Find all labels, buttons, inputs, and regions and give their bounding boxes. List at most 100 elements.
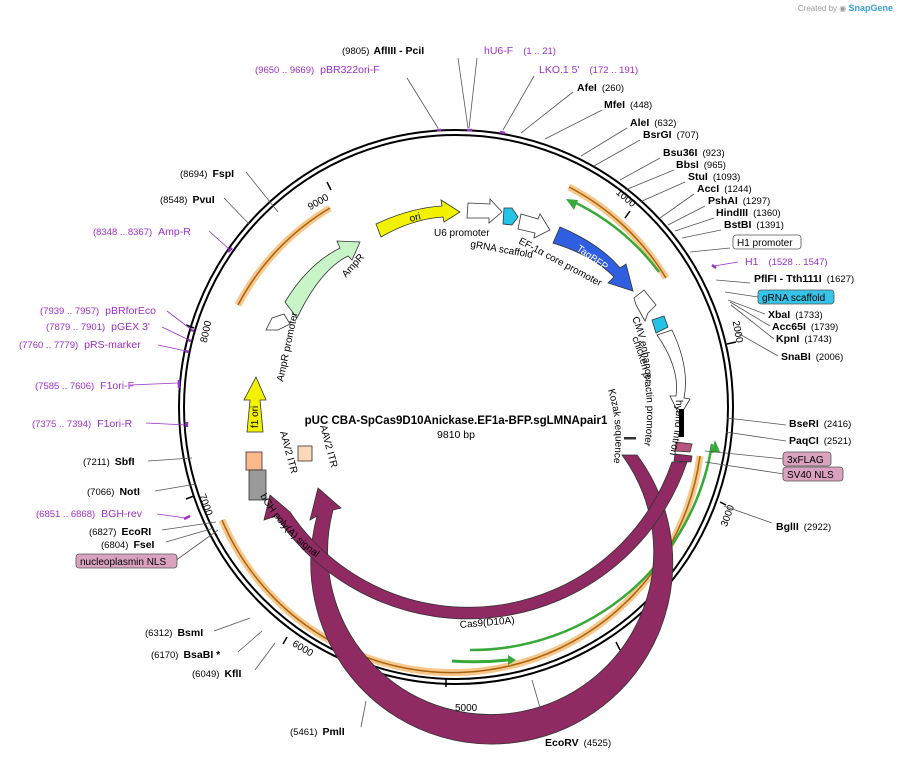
site-bsu36i: Bsu36I(923) bbox=[663, 147, 725, 159]
band-backbone bbox=[234, 204, 332, 307]
grna-scaffold-box bbox=[757, 289, 835, 305]
connector bbox=[174, 529, 219, 562]
site-pshai: PshAI(1297) bbox=[708, 195, 770, 207]
aav2-itr-right-label: AAV2 ITR bbox=[317, 424, 339, 469]
sv40-nls-label: SV40 NLS bbox=[787, 470, 834, 481]
ori-label: ori bbox=[408, 211, 422, 225]
tick-label: 8000 bbox=[199, 319, 214, 343]
connector bbox=[360, 700, 367, 728]
connector bbox=[406, 77, 439, 129]
site-acc65i: Acc65I(1739) bbox=[772, 321, 838, 333]
cas9-d10a-arrow bbox=[263, 461, 688, 620]
primer-pgex3: (7879 .. 7901)pGEX 3' bbox=[46, 321, 150, 333]
primer-lko15: LKO.1 5'(172 .. 191) bbox=[539, 64, 638, 76]
sv40-nls-box bbox=[782, 466, 844, 482]
cba-promoter-label: chicken β-actin promoter bbox=[629, 335, 655, 448]
ampr-arrow bbox=[284, 240, 361, 319]
site-afliii: (9805)AflIII - PciI bbox=[342, 45, 424, 57]
ef1a-promoter-arrow bbox=[517, 213, 551, 239]
green-line-inner bbox=[451, 658, 509, 664]
primer-connector bbox=[156, 513, 187, 519]
connector bbox=[237, 630, 263, 653]
bgh-polya-label: bGH poly(A) signal bbox=[257, 492, 321, 560]
site-fspi: (8694)FspI bbox=[180, 168, 234, 180]
primer-connector bbox=[713, 261, 739, 267]
connector bbox=[639, 181, 686, 203]
tick-label: 6000 bbox=[290, 639, 315, 660]
tick-mark bbox=[624, 210, 631, 219]
aav2-itr-left-box bbox=[245, 451, 263, 471]
site-kpni: KpnI(1743) bbox=[776, 333, 832, 345]
connector bbox=[674, 217, 715, 232]
grna-scaffold-arrow bbox=[502, 207, 519, 226]
backbone-inner bbox=[183, 134, 729, 680]
connector bbox=[715, 279, 751, 284]
connector bbox=[468, 57, 478, 129]
connector bbox=[725, 431, 787, 442]
u6-promoter-arrow bbox=[466, 197, 503, 224]
tick-label: 7000 bbox=[196, 493, 214, 518]
plasmid-length: 9810 bp bbox=[437, 429, 475, 441]
tick-mark bbox=[719, 501, 727, 506]
site-bglii: BglII(2922) bbox=[776, 521, 831, 533]
connector bbox=[659, 193, 695, 219]
ori-arrow bbox=[375, 199, 461, 238]
connector bbox=[213, 617, 251, 632]
primer-connector bbox=[145, 422, 188, 426]
connector bbox=[223, 197, 250, 225]
site-afei: AfeI(260) bbox=[577, 82, 624, 94]
site-ecori: (6827)EcoRI bbox=[89, 526, 151, 538]
connector-lines bbox=[147, 57, 787, 728]
primer-connector bbox=[129, 382, 179, 386]
grna-scaffold-2-arrow bbox=[651, 315, 669, 334]
site-acci: AccI(1244) bbox=[697, 183, 752, 195]
primer-f1orif: (7585 .. 7606)F1ori-F bbox=[35, 380, 134, 392]
connector bbox=[704, 461, 785, 475]
snapgene-logo-icon: ◉ bbox=[839, 4, 847, 13]
primer-prsmarker: (7760 .. 7779)pRS-marker bbox=[19, 339, 141, 351]
tagbfp-arrow bbox=[552, 226, 634, 292]
tick-label: 3000 bbox=[719, 503, 737, 528]
connector bbox=[147, 457, 193, 462]
connector bbox=[619, 157, 661, 181]
connector bbox=[624, 169, 675, 191]
connector bbox=[593, 139, 641, 167]
tick-mark bbox=[615, 641, 621, 651]
site-bsmi: (6312)BsmI bbox=[145, 627, 203, 639]
site-pmli: (5461)PmlI bbox=[290, 726, 345, 738]
connector bbox=[165, 527, 215, 543]
green-arrowhead bbox=[711, 440, 720, 453]
connector bbox=[520, 91, 574, 134]
backbone-outer bbox=[178, 129, 734, 685]
tick-label: 1000 bbox=[613, 187, 637, 210]
primer-pbrforeco: (7939 .. 7957)pBRforEco bbox=[40, 305, 156, 317]
tick-mark bbox=[326, 181, 332, 191]
site-noti: (7066)NotI bbox=[87, 486, 140, 498]
grna-scaffold-box-label: gRNA scaffold bbox=[762, 293, 825, 304]
site-sbfi: (7211)SbfI bbox=[83, 456, 135, 468]
primer-labels: hU6-F(1 .. 21) LKO.1 5'(172 .. 191) (965… bbox=[19, 45, 828, 520]
connector bbox=[667, 205, 706, 226]
site-paqci: PaqCI(2521) bbox=[789, 435, 851, 447]
green-arrowhead bbox=[508, 655, 516, 665]
tick-mark bbox=[185, 495, 195, 500]
connector bbox=[724, 291, 759, 298]
site-kfli: (6049)KflI bbox=[192, 668, 241, 680]
site-bbsi: BbsI(965) bbox=[676, 159, 726, 171]
band-backbone-line bbox=[237, 207, 331, 306]
primer-f1orir: (7375 .. 7394)F1ori-R bbox=[32, 418, 133, 430]
connector bbox=[580, 127, 628, 157]
band-ef1a-line bbox=[568, 186, 667, 279]
site-snabi: SnaBI(2006) bbox=[781, 351, 843, 363]
primer-connector bbox=[208, 230, 231, 251]
h1-promoter-box bbox=[732, 234, 802, 250]
primer-hu6f: hU6-F(1 .. 21) bbox=[484, 45, 556, 57]
site-xbai: XbaI(1733) bbox=[768, 309, 823, 321]
tick-mark bbox=[282, 636, 288, 645]
site-pvui: (8548)PvuI bbox=[160, 194, 215, 206]
tick-label: 5000 bbox=[455, 703, 478, 714]
cas9-label: Cas9 bbox=[480, 588, 504, 599]
tick-mark bbox=[185, 324, 195, 329]
connector bbox=[502, 75, 535, 131]
cmv-enhancer-arrow bbox=[633, 289, 657, 322]
